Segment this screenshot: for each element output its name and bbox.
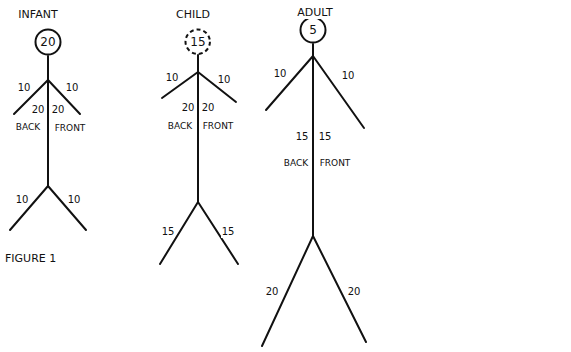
figure-caption: FIGURE 1 [4, 252, 57, 265]
adult-arm [266, 56, 313, 110]
child-arm [198, 72, 236, 102]
proportion-label: 15 [295, 131, 310, 143]
age-label: ADULT [296, 6, 333, 19]
proportion-label: 10 [15, 194, 30, 206]
proportion-label: BACK [283, 158, 309, 169]
proportion-label: FRONT [54, 123, 87, 134]
infant-body [47, 56, 49, 186]
head-circle-line [186, 30, 210, 54]
head-circle: 20 [34, 28, 62, 56]
child-arm [162, 72, 198, 98]
proportion-label: FRONT [202, 121, 235, 132]
adult-arm [313, 56, 364, 128]
proportion-label: 10 [273, 68, 288, 80]
proportion-label: 10 [217, 74, 232, 86]
head-number: 20 [40, 36, 55, 48]
infant-leg [10, 186, 48, 230]
head-number: 5 [309, 24, 317, 36]
infant-leg [48, 186, 86, 230]
adult-leg [262, 236, 313, 346]
head-number: 15 [190, 36, 205, 48]
child-body [197, 55, 199, 202]
proportion-label: BACK [15, 122, 41, 133]
proportion-label: 20 [201, 102, 216, 114]
proportion-label: FRONT [319, 158, 352, 169]
proportion-label: 10 [165, 72, 180, 84]
proportion-label: 20 [51, 104, 66, 116]
age-label: CHILD [175, 8, 211, 21]
proportion-label: 20 [181, 102, 196, 114]
proportion-label: 15 [221, 226, 236, 238]
proportion-label: 20 [347, 286, 362, 298]
proportion-label: BACK [167, 121, 193, 132]
proportion-label: 20 [31, 104, 46, 116]
child-leg [198, 202, 238, 264]
proportion-label: 10 [67, 194, 82, 206]
head-circle: 5 [299, 16, 327, 44]
proportion-label: 10 [17, 82, 32, 94]
head-circle-line [301, 18, 326, 43]
proportion-label: 10 [341, 70, 356, 82]
age-label: INFANT [17, 8, 58, 21]
proportion-label: 15 [318, 131, 333, 143]
adult-leg [313, 236, 366, 342]
proportion-label: 15 [161, 226, 176, 238]
head-circle-line [36, 30, 61, 55]
head-circle: 15 [184, 28, 211, 55]
child-leg [160, 202, 198, 264]
proportion-label: 20 [265, 286, 280, 298]
adult-body [312, 44, 314, 236]
proportion-label: 10 [65, 82, 80, 94]
